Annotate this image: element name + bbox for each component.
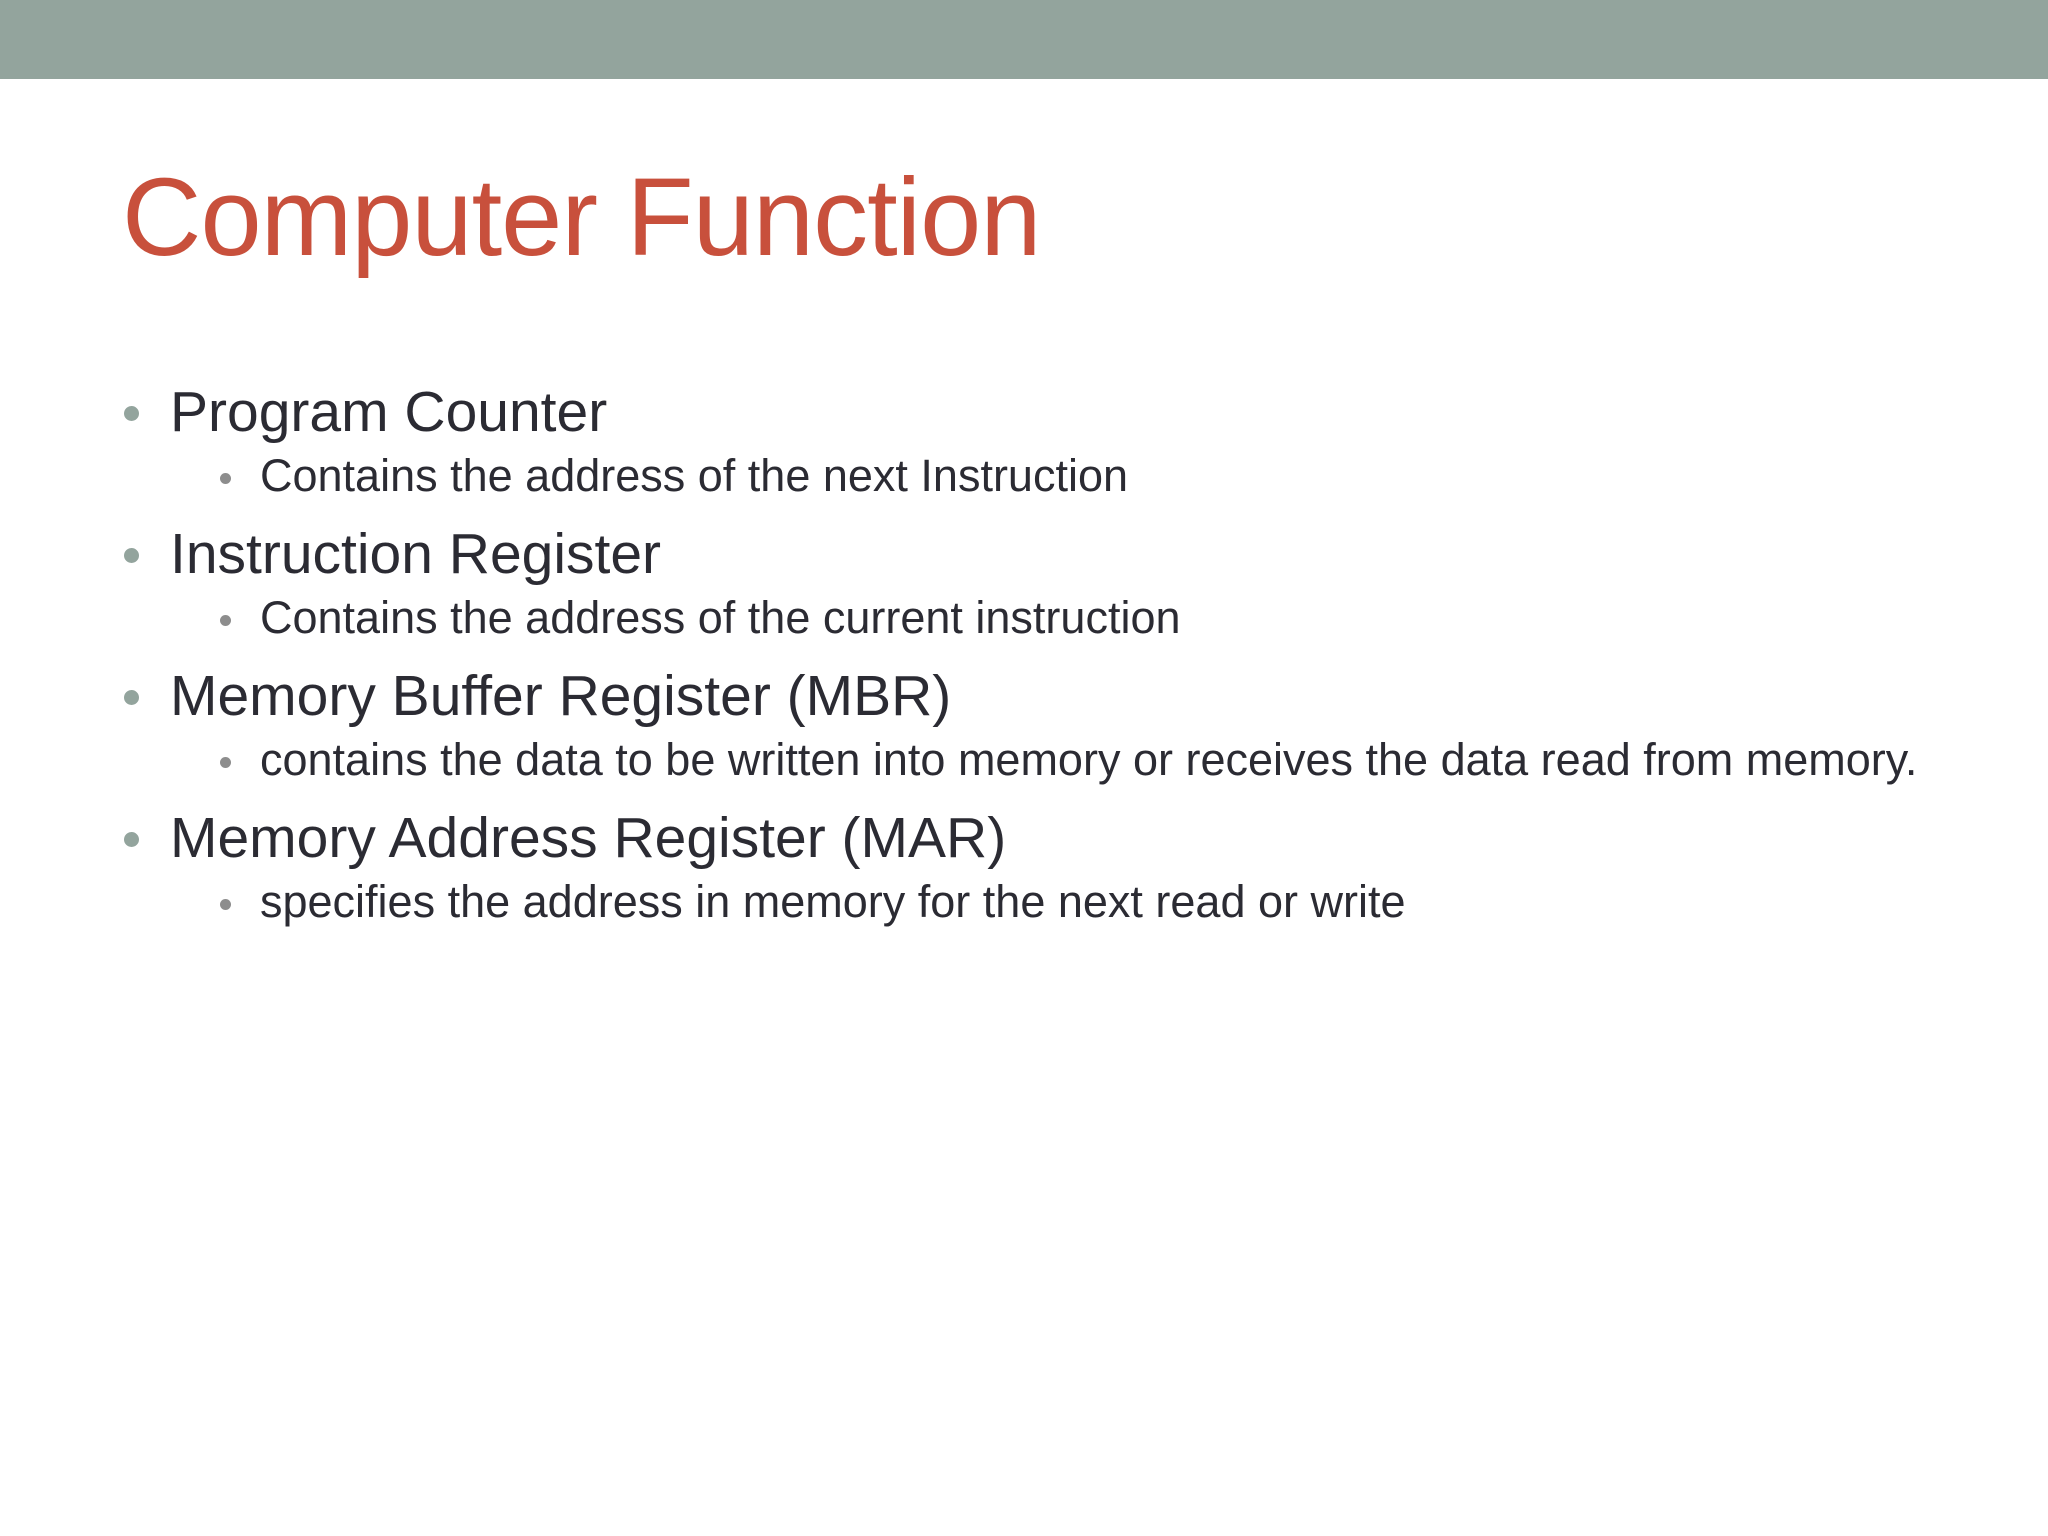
slide-content-list: Program Counter Contains the address of … xyxy=(108,378,1968,937)
bullet-level1-memory-buffer-register: Memory Buffer Register (MBR) xyxy=(108,662,1968,731)
bullet-level2-instruction-register-detail: Contains the address of the current inst… xyxy=(108,591,1968,646)
slide-body: Computer Function Program Counter Contai… xyxy=(0,79,2048,1536)
bullet-level1-label: Instruction Register xyxy=(170,521,662,586)
slide-top-banner xyxy=(0,0,2048,79)
sub-bullet-dot-icon xyxy=(220,756,231,768)
bullet-level1-label: Memory Buffer Register (MBR) xyxy=(170,663,952,728)
bullet-dot-icon xyxy=(124,406,139,421)
bullet-level2-label: Contains the address of the next Instruc… xyxy=(260,449,1129,501)
slide-title: Computer Function xyxy=(122,156,1041,279)
bullet-level2-label: contains the data to be written into mem… xyxy=(260,733,1918,785)
bullet-dot-icon xyxy=(124,689,139,705)
bullet-group: Instruction Register Contains the addres… xyxy=(108,520,1968,646)
bullet-dot-icon xyxy=(124,547,139,563)
bullet-level1-memory-address-register: Memory Address Register (MAR) xyxy=(108,804,1968,873)
bullet-level2-memory-buffer-register-detail: contains the data to be written into mem… xyxy=(108,733,1968,788)
bullet-level1-label: Program Counter xyxy=(170,380,608,444)
bullet-level1-instruction-register: Instruction Register xyxy=(108,520,1968,589)
bullet-group: Program Counter Contains the address of … xyxy=(108,378,1968,504)
bullet-level2-program-counter-detail: Contains the address of the next Instruc… xyxy=(108,449,1968,504)
sub-bullet-dot-icon xyxy=(220,472,231,484)
bullet-level2-memory-address-register-detail: specifies the address in memory for the … xyxy=(108,875,1968,930)
bullet-level2-label: Contains the address of the current inst… xyxy=(260,591,1181,643)
bullet-level1-label: Memory Address Register (MAR) xyxy=(170,805,1007,870)
sub-bullet-dot-icon xyxy=(220,614,231,626)
sub-bullet-dot-icon xyxy=(220,898,231,910)
bullet-group: Memory Address Register (MAR) specifies … xyxy=(108,804,1968,930)
bullet-level2-label: specifies the address in memory for the … xyxy=(260,875,1406,927)
bullet-dot-icon xyxy=(124,831,139,847)
bullet-level1-program-counter: Program Counter xyxy=(108,378,1968,447)
bullet-group: Memory Buffer Register (MBR) contains th… xyxy=(108,662,1968,788)
